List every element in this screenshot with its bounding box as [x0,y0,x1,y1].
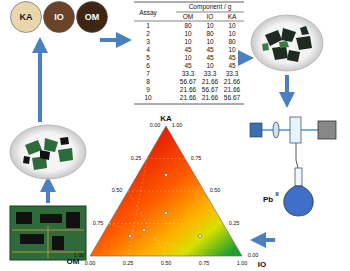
tick-label: 0.25 [229,221,240,227]
table-cell: 21.66 [180,95,196,102]
table-cell: 80 [228,39,235,46]
table-cell: 10 [228,23,235,30]
table-cell: 10 [184,39,191,46]
table-cell: 5 [146,55,150,62]
axis-label: KA [160,115,172,123]
table-cell: 7 [146,71,150,78]
chemical-label: Pb [263,196,273,204]
tick-label: 0.00 [85,261,96,267]
tick-label: 0.75 [191,156,202,162]
table-header: IO [207,14,214,21]
table-cell: 10 [206,39,213,46]
table-cell: 45 [184,63,191,70]
component-circle: IO [43,1,75,33]
table-cell: 21.66 [202,79,218,86]
axis-label: IO [258,261,266,269]
table-cell: 10 [228,31,235,38]
table-cell: 10 [144,95,151,102]
table-cell: 1 [146,23,150,30]
table-cell: 3 [146,39,150,46]
component-name: OM [76,1,108,33]
table-cell: 10 [228,47,235,54]
table-header: Component / g [189,4,232,11]
table-cell: 10 [206,63,213,70]
component-circle: OM [76,1,108,33]
tick-label: 0.75 [93,221,104,227]
table-cell: 56.67 [202,87,218,94]
tick-label: 0.50 [210,188,221,194]
tick-label: 1.00 [237,261,248,267]
table-header: OM [183,14,193,21]
tick-label: 1.00 [172,123,183,129]
table-cell: 21.66 [224,87,240,94]
axis-label: OM [67,258,80,266]
table-cell: 10 [206,23,213,30]
table-cell: 33.3 [226,71,239,78]
table-cell: 6 [146,63,150,70]
table-cell: 45 [184,47,191,54]
chemical-label: II [275,192,278,198]
table-cell: 56.67 [224,95,240,102]
table-cell: 21.66 [224,79,240,86]
tick-label: 0.25 [131,156,142,162]
tick-label: 0.75 [199,261,210,267]
tick-label: 0.00 [150,123,161,129]
table-cell: 80 [184,23,191,30]
tick-label: 0.50 [112,188,123,194]
table-cell: 21.66 [202,95,218,102]
tick-label: 0.50 [161,261,172,267]
component-name: KA [10,1,42,33]
component-circle: KA [10,1,42,33]
table-cell: 8 [146,79,150,86]
table-cell: 9 [146,87,150,94]
table-cell: 10 [184,31,191,38]
table-cell: 21.66 [180,87,196,94]
table-cell: 45 [228,55,235,62]
table-cell: 33.3 [182,71,195,78]
table-cell: 56.67 [180,79,196,86]
table-cell: 45 [206,55,213,62]
table-cell: 80 [206,31,213,38]
table-cell: 10 [184,55,191,62]
table-cell: 2 [146,31,150,38]
table-cell: 45 [206,47,213,54]
table-cell: 33.3 [204,71,217,78]
tick-label: 0.00 [248,253,259,259]
tick-label: 1.00 [74,253,85,259]
table-cell: 4 [146,47,150,54]
tick-label: 0.25 [123,261,134,267]
table-header: KA [228,14,237,21]
table-cell: 45 [228,63,235,70]
component-name: IO [43,1,75,33]
table-header: Assay [139,10,157,17]
